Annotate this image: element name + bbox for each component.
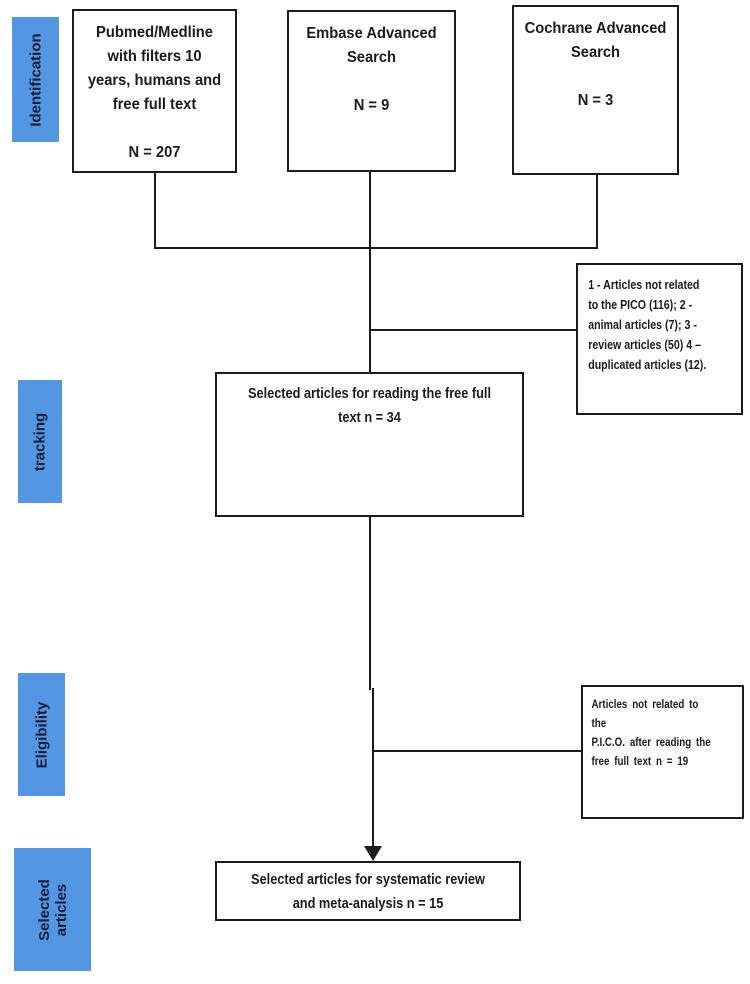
connector-cochrane-down: [596, 174, 598, 249]
stage-label-tracking: tracking: [18, 380, 62, 503]
connector-exclusion-eligibility: [373, 750, 581, 752]
connector-screening-down-lower: [372, 688, 374, 848]
box-screening-text: Selected articles for reading the free f…: [247, 385, 492, 426]
connector-pubmed-down: [154, 172, 156, 249]
box-pubmed: Pubmed/Medline with filters 10 years, hu…: [72, 9, 237, 173]
connector-screening-down-upper: [369, 515, 371, 690]
box-pubmed-text: Pubmed/Medline with filters 10 years, hu…: [87, 24, 222, 161]
stage-label-eligibility: Eligibility: [18, 673, 65, 796]
box-exclusion-eligibility: Articles not related to the P.I.C.O. aft…: [581, 685, 744, 819]
arrowhead-down-icon: [364, 846, 382, 861]
connector-merge-horizontal: [154, 247, 598, 249]
box-embase: Embase Advanced Search N = 9: [287, 10, 456, 172]
box-included-text: Selected articles for systematic review …: [251, 871, 485, 912]
stage-label-selected-articles-text: Selected articles: [35, 878, 70, 941]
connector-exclusion-screening: [370, 329, 577, 331]
stage-label-tracking-text: tracking: [31, 412, 49, 471]
box-embase-text: Embase Advanced Search N = 9: [306, 25, 437, 114]
stage-label-identification: Identification: [12, 17, 59, 142]
connector-embase-down: [369, 170, 371, 372]
box-screening: Selected articles for reading the free f…: [215, 372, 524, 517]
stage-label-eligibility-text: Eligibility: [33, 701, 50, 768]
box-exclusion-screening: 1 - Articles not related to the PICO (11…: [576, 263, 743, 415]
stage-label-selected-articles: Selected articles: [14, 848, 91, 971]
box-cochrane-text: Cochrane Advanced Search N = 3: [524, 20, 667, 109]
box-exclusion-eligibility-text: Articles not related to the P.I.C.O. aft…: [591, 699, 711, 768]
box-exclusion-screening-text: 1 - Articles not related to the PICO (11…: [588, 278, 707, 372]
stage-label-identification-text: Identification: [27, 32, 44, 127]
box-cochrane: Cochrane Advanced Search N = 3: [512, 5, 679, 175]
box-included: Selected articles for systematic review …: [215, 861, 521, 921]
